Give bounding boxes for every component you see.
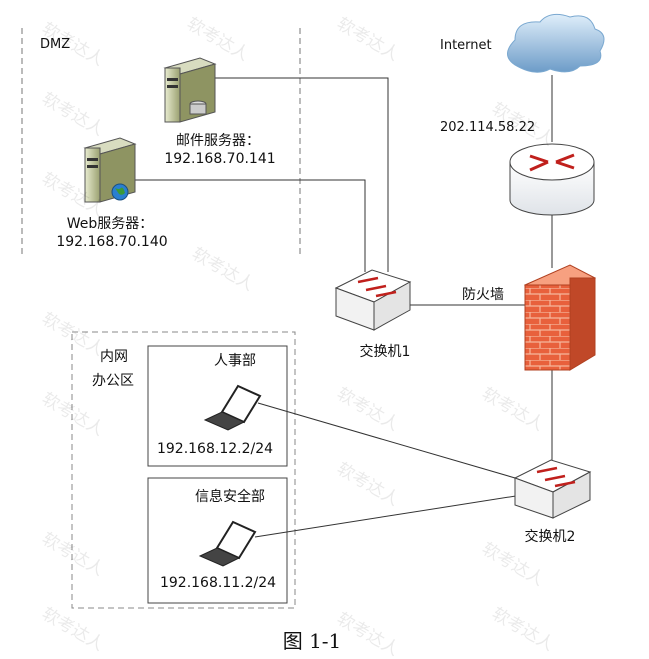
switch2-icon	[513, 459, 592, 519]
intranet-boundary	[71, 331, 296, 609]
infosec-dept-box	[147, 477, 288, 604]
mail-server-name: 邮件服务器：	[176, 133, 260, 149]
hr-dept-name: 人事部	[214, 353, 256, 369]
infosec-dept-name: 信息安全部	[195, 489, 265, 505]
switch2-label: 交换机2	[524, 529, 576, 545]
mail-server-ip: 192.168.70.141	[164, 151, 276, 167]
infosec-laptop-icon	[198, 520, 257, 567]
hr-dept-ip: 192.168.12.2/24	[156, 441, 274, 457]
web-server-ip: 192.168.70.140	[56, 234, 168, 250]
firewall-icon	[523, 264, 597, 371]
web-server-icon	[83, 137, 137, 203]
dmz-boundary	[21, 28, 301, 255]
router-icon	[509, 143, 595, 216]
intranet-label-line2: 办公区	[92, 373, 134, 389]
switch1-label: 交换机1	[359, 344, 411, 360]
web-server-name: Web服务器：	[66, 216, 154, 232]
switch1-icon	[334, 269, 412, 331]
intranet-label-line1: 内网	[100, 349, 128, 365]
internet-cloud-icon	[507, 13, 605, 73]
mail-server-icon	[163, 57, 217, 123]
network-links	[135, 75, 553, 538]
dmz-label: DMZ	[40, 37, 71, 52]
hr-laptop-icon	[203, 384, 262, 431]
hr-dept-box	[147, 345, 288, 467]
firewall-label: 防火墙	[462, 287, 504, 303]
router-ip: 202.114.58.22	[440, 120, 536, 135]
figure-caption: 图 1-1	[282, 629, 342, 653]
infosec-dept-ip: 192.168.11.2/24	[159, 575, 277, 591]
internet-label: Internet	[440, 38, 492, 53]
